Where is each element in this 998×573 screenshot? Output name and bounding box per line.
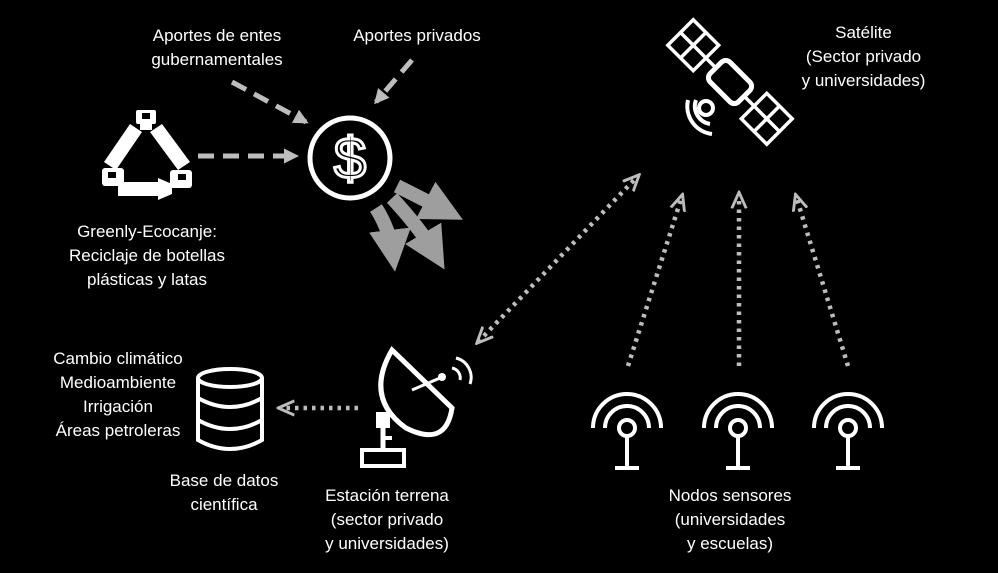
svg-text:$: $ <box>334 126 366 191</box>
topics-label: Cambio climático Medioambiente Irrigació… <box>53 349 183 440</box>
data-links <box>280 176 851 408</box>
sensor1-to-satellite-link <box>625 196 682 367</box>
database-icon <box>196 367 264 451</box>
sensor-node-icon <box>812 392 884 470</box>
satellite-icon <box>665 17 795 147</box>
station-satellite-link <box>478 176 638 342</box>
gov-to-money-arrow <box>230 79 309 125</box>
recycling-icon <box>102 110 192 200</box>
database-label: Base de datos científica <box>169 471 279 514</box>
satellite-dish-icon <box>360 345 473 468</box>
sensor-node-icon <box>591 392 663 470</box>
recycling-label: Greenly-Ecocanje: Reciclaje de botellas … <box>69 222 225 289</box>
dollar-coin-icon: $ <box>307 115 393 201</box>
satellite-label: Satélite (Sector privado y universidades… <box>801 23 926 90</box>
sensor-node-icon <box>702 392 774 470</box>
outflow-arrow-3 <box>393 179 463 220</box>
outflow-arrow-2 <box>386 193 445 270</box>
private-funding-label: Aportes privados <box>353 26 481 45</box>
money-outflow-arrows <box>369 179 463 272</box>
gov-funding-label: Aportes de entes gubernamentales <box>151 26 283 69</box>
sensor-nodes-label: Nodos sensores (universidades y escuelas… <box>668 486 792 553</box>
sensor3-to-satellite-link <box>796 196 851 367</box>
outflow-arrow-1 <box>369 204 411 272</box>
private-to-money-arrow <box>374 58 414 105</box>
funding-arrows <box>198 58 414 164</box>
ground-station-label: Estación terrena (sector privado y unive… <box>325 486 449 553</box>
